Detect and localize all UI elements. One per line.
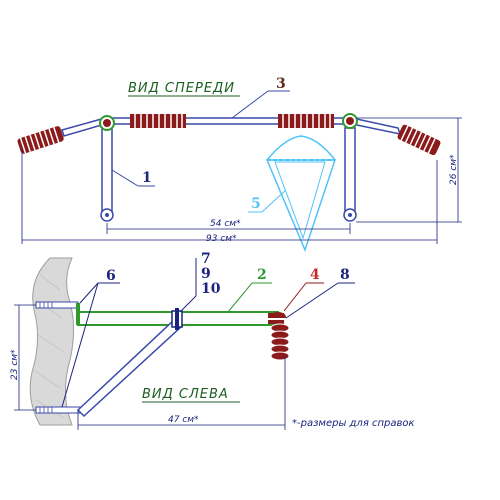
front-view-title: ВИД СПЕРЕДИ xyxy=(128,81,235,96)
callout-3-label: 3 xyxy=(276,76,286,92)
center-left-grip xyxy=(130,114,186,128)
side-view-title: ВИД СЛЕВА xyxy=(142,387,229,402)
side-grip xyxy=(262,312,290,361)
reference-note: *-размеры для справок xyxy=(292,418,415,429)
callout-1: 1 xyxy=(111,169,155,187)
left-grip xyxy=(17,126,64,154)
callout-6: 6 xyxy=(61,268,120,408)
callout-10-label: 10 xyxy=(201,281,221,297)
dim-side-depth: 47 см* xyxy=(77,356,286,430)
center-right-grip xyxy=(278,114,334,128)
side-view: 6 7 9 10 2 4 8 ВИД СЛЕВА xyxy=(10,251,415,430)
callout-1-label: 1 xyxy=(142,170,152,186)
right-grip xyxy=(397,124,441,156)
wall xyxy=(29,257,75,426)
dim-total-width: 93 см* xyxy=(21,150,438,244)
front-view: ВИД СПЕРЕДИ xyxy=(17,76,462,253)
callout-7-9-10: 7 9 10 xyxy=(179,251,221,313)
callout-3: 3 xyxy=(231,76,290,119)
right-leg xyxy=(342,113,358,222)
dim-side-height: 23 см* xyxy=(10,304,36,411)
callout-4-label: 4 xyxy=(310,267,320,283)
callout-2-label: 2 xyxy=(257,267,267,283)
dim-side-depth-label: 47 см* xyxy=(168,415,199,425)
dim-height-label: 26 см* xyxy=(449,154,459,185)
callout-6-label: 6 xyxy=(106,268,116,284)
dim-height: 26 см* xyxy=(356,117,462,223)
callout-9-label: 9 xyxy=(201,266,211,282)
dim-side-height-label: 23 см* xyxy=(10,349,20,380)
dim-total-width-label: 93 см* xyxy=(206,234,237,244)
dim-leg-spacing-label: 54 см* xyxy=(210,219,241,229)
callout-5-label: 5 xyxy=(251,196,261,212)
diagonal-brace xyxy=(76,308,184,418)
left-leg xyxy=(99,115,115,222)
callout-8: 8 xyxy=(285,267,355,319)
callout-7-label: 7 xyxy=(201,251,211,267)
callout-5: 5 xyxy=(248,189,287,213)
callout-4: 4 xyxy=(283,267,324,312)
lower-anchor-bolt xyxy=(35,406,81,414)
upper-anchor-bolt xyxy=(35,301,79,309)
callout-8-label: 8 xyxy=(340,267,350,283)
bag-net xyxy=(265,135,337,253)
dim-leg-spacing: 54 см* xyxy=(106,219,351,234)
callout-2: 2 xyxy=(227,267,272,313)
